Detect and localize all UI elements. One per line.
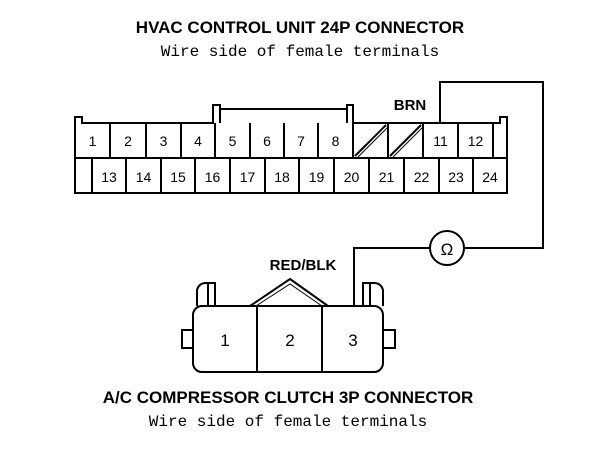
terminal-7: 7 (297, 133, 305, 149)
terminal-24: 24 (482, 169, 498, 185)
terminal-19: 19 (309, 169, 325, 185)
terminal-1: 1 (220, 331, 229, 350)
terminal-17: 17 (240, 169, 256, 185)
terminal-15: 15 (170, 169, 186, 185)
hvac-connector-title: HVAC CONTROL UNIT 24P CONNECTOR (136, 18, 464, 37)
red-blk-wire (353, 247, 430, 306)
terminal-3: 3 (348, 331, 357, 350)
terminal-2: 2 (124, 133, 132, 149)
brn-wire (439, 81, 544, 249)
terminal-5: 5 (229, 133, 237, 149)
brn-wire-label: BRN (394, 97, 427, 114)
terminal-1: 1 (89, 133, 97, 149)
terminal-20: 20 (344, 169, 360, 185)
hvac-connector-subtitle: Wire side of female terminals (161, 43, 439, 61)
terminal-3: 3 (160, 133, 168, 149)
terminal-16: 16 (205, 169, 221, 185)
terminal-21: 21 (379, 169, 395, 185)
terminal-12: 12 (468, 133, 484, 149)
svg-text:Ω: Ω (441, 240, 454, 259)
terminal-6: 6 (263, 133, 271, 149)
terminal-23: 23 (448, 169, 464, 185)
terminal-4: 4 (194, 133, 202, 149)
terminal-22: 22 (414, 169, 430, 185)
red-blk-wire-label: RED/BLK (270, 257, 337, 274)
terminal-14: 14 (136, 169, 152, 185)
compressor-connector-title: A/C COMPRESSOR CLUTCH 3P CONNECTOR (103, 388, 474, 407)
compressor-connector-subtitle: Wire side of female terminals (149, 413, 427, 431)
compressor-3p-connector: 1 2 3 (181, 277, 396, 373)
ohmmeter-icon: Ω (429, 230, 465, 266)
terminal-2: 2 (285, 331, 294, 350)
terminal-18: 18 (274, 169, 290, 185)
terminal-11: 11 (433, 133, 448, 149)
terminal-8: 8 (332, 133, 340, 149)
terminal-13: 13 (101, 169, 117, 185)
